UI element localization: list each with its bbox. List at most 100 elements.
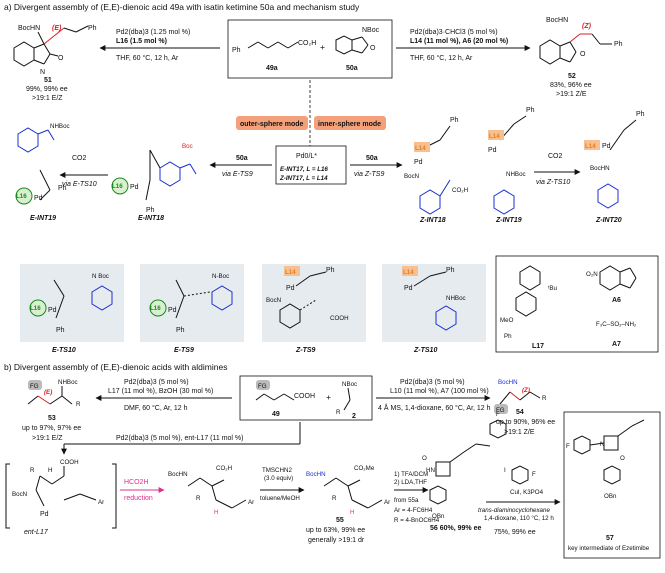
ligand-tbu: ᵗBu bbox=[548, 285, 557, 292]
ligand-structures bbox=[515, 265, 637, 317]
label-e-int18: E-INT18 bbox=[138, 215, 164, 222]
acid-intermediate bbox=[187, 477, 247, 509]
p55-dr: generally >19:1 dr bbox=[308, 537, 365, 544]
e-int17: E-INT17, L = L16 bbox=[280, 166, 328, 173]
p55-co2me: CO₂Me bbox=[354, 465, 375, 472]
p55-bochn: BocHN bbox=[306, 471, 326, 478]
ts-z-ts9-box bbox=[262, 264, 366, 342]
p56-label: 56 60%, 99% ee bbox=[430, 525, 481, 532]
zint19-l14-label: L14 bbox=[489, 133, 500, 140]
p51-yield: 99%, 99% ee bbox=[26, 86, 68, 93]
p54-bochn: BocHN bbox=[498, 379, 518, 386]
via-zts10: via Z-TS10 bbox=[536, 179, 570, 186]
zts10-nhboc: NHBoc bbox=[446, 295, 466, 302]
p53-fg-label: FG bbox=[30, 383, 39, 390]
ligand-ph: Ph bbox=[504, 333, 512, 340]
cond-left-2: L16 (1.5 mol %) bbox=[116, 38, 167, 45]
step-1: 1) TFA/DCM bbox=[394, 471, 428, 478]
product-56-structure bbox=[429, 419, 507, 505]
ligand-l17: L17 bbox=[532, 343, 544, 350]
e-int18-structure bbox=[145, 149, 197, 201]
p57-o: O bbox=[620, 455, 625, 462]
b-sm-nboc: NBoc bbox=[342, 381, 357, 388]
p52-nhboc: BocHN bbox=[546, 17, 568, 24]
eint18-boc: Boc bbox=[182, 143, 193, 150]
p52-o: O bbox=[580, 51, 586, 58]
p57-key: key intermediate of Ezetimibe bbox=[568, 545, 650, 552]
sm-49a-label: 49a bbox=[266, 65, 278, 72]
arrow-right-50a: 50a bbox=[366, 155, 378, 162]
p56-o: O bbox=[422, 455, 427, 462]
p56-f: F bbox=[496, 411, 500, 418]
p56-obn: OBn bbox=[432, 513, 445, 520]
ts-label-z-ts10: Z-TS10 bbox=[413, 347, 437, 354]
zint20-pd: Pd bbox=[602, 143, 611, 150]
e-int19-structure bbox=[17, 127, 55, 201]
cond-left-1: Pd2(dba)3 (1.25 mol %) bbox=[116, 29, 190, 36]
ts-e-ts10-structure bbox=[53, 279, 113, 319]
p51-n: N bbox=[40, 69, 45, 76]
acid-co2h: CO₂H bbox=[216, 465, 232, 472]
sm-co2h: CO₂H bbox=[298, 40, 316, 47]
ets10-boc: N Boc bbox=[92, 273, 109, 280]
eint19-pd: Pd bbox=[34, 195, 43, 202]
ets10-ph: Ph bbox=[56, 327, 65, 334]
inner-mode-badge bbox=[314, 116, 386, 130]
tms-2: (3.0 equiv) bbox=[264, 475, 293, 482]
via-ets10: via E-TS10 bbox=[62, 181, 97, 188]
p54-fg-label: FG bbox=[496, 407, 505, 414]
product-54-structure bbox=[499, 391, 541, 405]
p53-yield: up to 97%, 97% ee bbox=[22, 425, 81, 432]
p52-ph: Ph bbox=[614, 41, 623, 48]
sm-50a-label: 50a bbox=[346, 65, 358, 72]
acid-r: R bbox=[196, 495, 201, 502]
p57-f: F bbox=[566, 443, 570, 450]
via-ets9: via E-TS9 bbox=[222, 171, 253, 178]
eint19-l16-label: L16 bbox=[16, 193, 27, 200]
label-z-int20: Z-INT20 bbox=[595, 217, 622, 224]
tms-1: TMSCHN2 bbox=[262, 467, 292, 474]
acid-h: H bbox=[214, 509, 218, 516]
zint18-l14 bbox=[414, 142, 430, 152]
acid-ar: Ar bbox=[248, 499, 254, 506]
ts-z-ts9-structure bbox=[279, 271, 327, 329]
product-55-structure bbox=[323, 477, 383, 509]
b-sm-fg bbox=[256, 380, 270, 390]
p51-o: O bbox=[58, 55, 64, 62]
pd-intermediate bbox=[5, 463, 117, 529]
pdint-pd: Pd bbox=[40, 511, 49, 518]
b-sm-fg-label: FG bbox=[258, 383, 267, 390]
int17-box bbox=[275, 145, 347, 185]
diamine: trans-diaminocyclohexane bbox=[478, 507, 550, 514]
p54-fg bbox=[494, 404, 508, 414]
ligand-meo: MeO bbox=[500, 317, 514, 324]
p53-nhboc: NHBoc bbox=[58, 379, 78, 386]
ts-label-e-ts9: E-TS9 bbox=[174, 347, 194, 354]
zint20-l14-label: L14 bbox=[585, 143, 596, 150]
p55-r: R bbox=[332, 495, 337, 502]
ets9-ph: Ph bbox=[176, 327, 185, 334]
pdint-r: R bbox=[30, 467, 35, 474]
iodo-i: I bbox=[504, 467, 506, 474]
z-int20-structure bbox=[597, 119, 637, 209]
p52-num: 52 bbox=[568, 73, 576, 80]
b-sm-2: 2 bbox=[352, 413, 356, 420]
iodoarene bbox=[511, 465, 529, 485]
zint20-bochn: BocHN bbox=[590, 165, 610, 172]
ligand-sulf: F₃C–SO₂–NH₂ bbox=[596, 321, 637, 328]
b-cond-left-1: Pd2(dba)3 (5 mol %) bbox=[124, 379, 189, 386]
zint20-ph: Ph bbox=[636, 111, 645, 118]
p51-ph: Ph bbox=[88, 25, 97, 32]
zint19-nhboc: NHBoc bbox=[506, 171, 526, 178]
zint19-l14 bbox=[488, 130, 504, 140]
product-57-structure bbox=[573, 419, 645, 485]
sm-ph: Ph bbox=[232, 47, 241, 54]
p54-dr: >19:1 Z/E bbox=[504, 429, 535, 436]
sm-50a-structure bbox=[335, 35, 369, 55]
outer-mode-badge bbox=[236, 116, 308, 130]
zts9-l14 bbox=[284, 266, 300, 276]
ets10-l16 bbox=[29, 299, 47, 317]
zts9-ph: Ph bbox=[326, 267, 335, 274]
zint18-ph: Ph bbox=[450, 117, 459, 124]
eint18-pd: Pd bbox=[130, 184, 139, 191]
